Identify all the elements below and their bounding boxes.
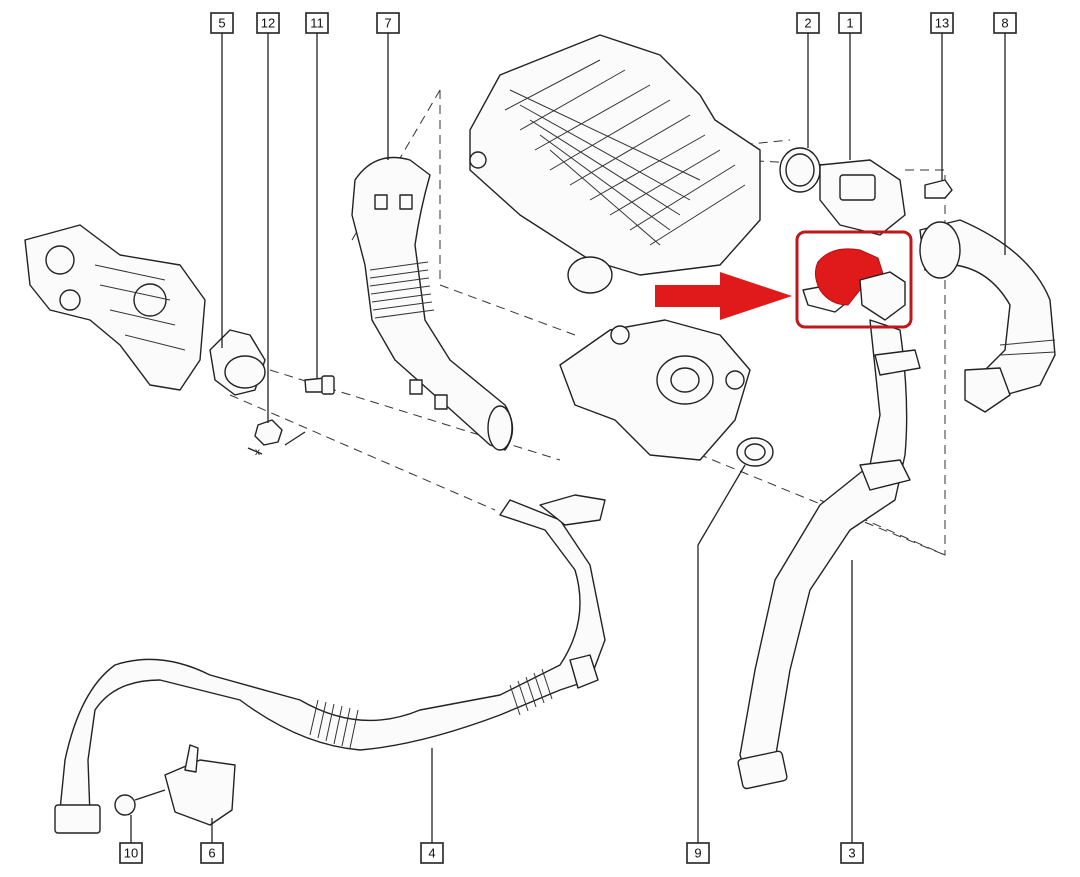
part-1-sensor <box>819 159 906 236</box>
label-2-text: 2 <box>804 16 811 31</box>
label-9-text: 9 <box>694 846 701 861</box>
label-13: 13 <box>930 12 954 34</box>
label-3-text: 3 <box>848 846 855 861</box>
label-12-text: 12 <box>261 16 275 31</box>
label-8-text: 8 <box>1001 16 1008 31</box>
label-3: 3 <box>840 842 864 864</box>
part-6-bracket <box>164 744 236 826</box>
label-12: 12 <box>256 12 280 34</box>
part-10-screw <box>114 789 166 816</box>
label-7-text: 7 <box>384 16 391 31</box>
leader-lines <box>130 33 1006 843</box>
label-6-text: 6 <box>208 846 215 861</box>
highlighted-part <box>795 230 913 329</box>
part-9-seal <box>736 437 774 467</box>
part-3-pipe <box>737 319 921 790</box>
label-11: 11 <box>305 12 329 34</box>
label-2: 2 <box>796 12 820 34</box>
part-11-bolt <box>304 375 335 395</box>
label-10-text: 10 <box>124 846 138 861</box>
label-4: 4 <box>420 842 444 864</box>
part-5-flange <box>209 329 266 396</box>
highlight-frame <box>795 230 913 329</box>
label-4-text: 4 <box>428 846 435 861</box>
label-7: 7 <box>376 12 400 34</box>
label-11-text: 11 <box>310 16 324 31</box>
part-7-pipe <box>351 156 514 451</box>
label-5-text: 5 <box>218 16 225 31</box>
label-8: 8 <box>993 12 1017 34</box>
label-6: 6 <box>200 842 224 864</box>
part-12-nut <box>247 419 306 455</box>
pointer-arrow <box>655 272 792 320</box>
label-1-text: 1 <box>846 16 853 31</box>
part-8-hose <box>919 219 1056 413</box>
label-1: 1 <box>838 12 862 34</box>
egr-valve <box>559 319 751 461</box>
part-13-bolt <box>924 179 953 199</box>
intake-manifold <box>469 34 761 294</box>
part-2-oring <box>779 147 821 193</box>
axis-mark: x <box>255 447 260 458</box>
label-5: 5 <box>210 12 234 34</box>
part-4-pipe <box>54 494 606 834</box>
exhaust-housing <box>24 224 206 391</box>
label-13-text: 13 <box>935 16 949 31</box>
label-10: 10 <box>119 842 143 864</box>
label-9: 9 <box>686 842 710 864</box>
